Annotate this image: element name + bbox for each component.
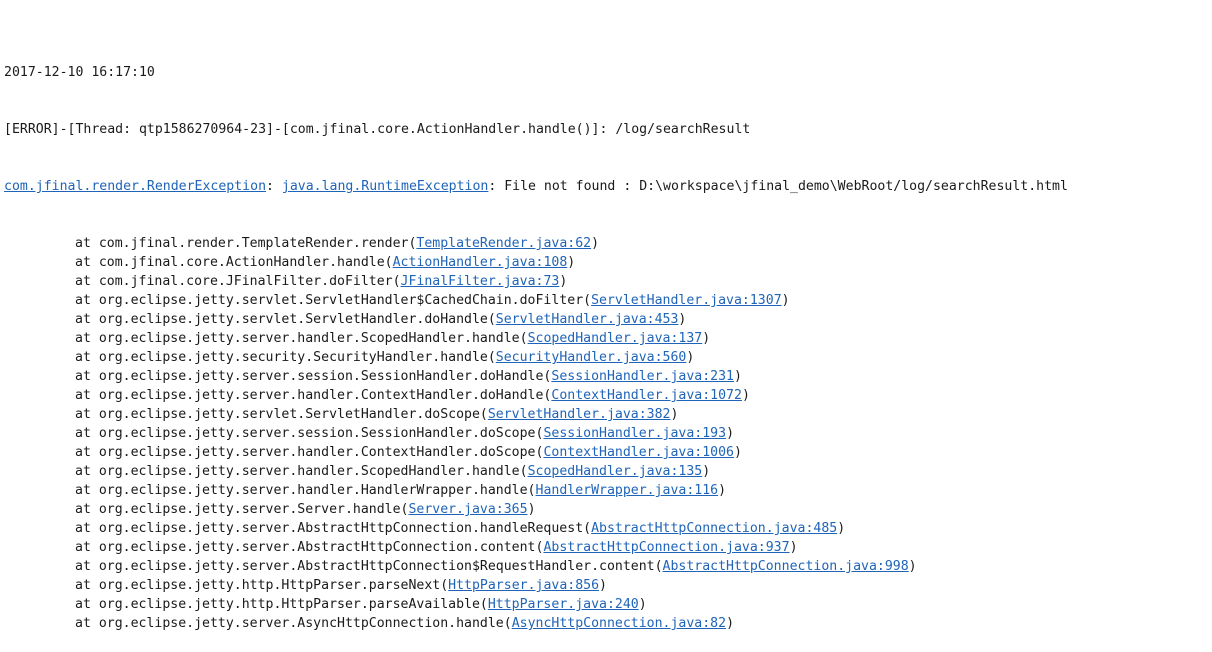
- stack-frame-close: ): [741, 388, 750, 403]
- stack-frame-method: at org.eclipse.jetty.servlet.ServletHand…: [75, 293, 592, 308]
- stack-frame-source-link[interactable]: ScopedHandler.java:135: [527, 464, 703, 479]
- stack-frame-close: ): [591, 236, 600, 251]
- stack-frame-close: ): [527, 502, 536, 517]
- stack-frame-method: at com.jfinal.render.TemplateRender.rend…: [75, 236, 417, 251]
- exception-message: : File not found : D:\workspace\jfinal_d…: [488, 179, 1068, 194]
- stack-frame: at org.eclipse.jetty.server.AbstractHttp…: [4, 519, 1068, 538]
- stack-frame-method: at org.eclipse.jetty.servlet.ServletHand…: [75, 312, 496, 327]
- stack-frame-source-link[interactable]: ContextHandler.java:1006: [543, 445, 734, 460]
- stack-frame-method: at org.eclipse.jetty.servlet.ServletHand…: [75, 407, 488, 422]
- stack-frame-close: ): [567, 255, 576, 270]
- stack-frame-source-link[interactable]: JFinalFilter.java:73: [400, 274, 560, 289]
- stack-frame-source-link[interactable]: SecurityHandler.java:560: [495, 350, 687, 365]
- stack-frame: at org.eclipse.jetty.servlet.ServletHand…: [4, 291, 1068, 310]
- stack-frame: at org.eclipse.jetty.server.AsyncHttpCon…: [4, 614, 1068, 633]
- stack-frame: at org.eclipse.jetty.servlet.ServletHand…: [4, 310, 1068, 329]
- stack-frame-close: ): [702, 464, 711, 479]
- stack-frame-source-link[interactable]: HttpParser.java:856: [448, 578, 600, 593]
- stack-frame-close: ): [734, 445, 742, 460]
- stack-frame: at org.eclipse.jetty.server.handler.Hand…: [4, 481, 1068, 500]
- stack-frame-method: at org.eclipse.jetty.http.HttpParser.par…: [75, 578, 449, 593]
- stack-frame-method: at org.eclipse.jetty.server.session.Sess…: [75, 426, 544, 441]
- stack-frame-source-link[interactable]: ServletHandler.java:453: [495, 312, 679, 327]
- stack-frame-source-link[interactable]: ScopedHandler.java:137: [527, 331, 703, 346]
- stack-frame: at org.eclipse.jetty.server.AbstractHttp…: [4, 557, 1068, 576]
- stack-frame-source-link[interactable]: Server.java:365: [408, 502, 528, 517]
- stack-frame-close: ): [686, 350, 695, 365]
- stack-frame-method: at org.eclipse.jetty.server.handler.Cont…: [75, 445, 544, 460]
- stack-frame-method: at com.jfinal.core.ActionHandler.handle(: [75, 255, 393, 270]
- stack-frame: at com.jfinal.render.TemplateRender.rend…: [4, 234, 1068, 253]
- stack-frame: at org.eclipse.jetty.server.session.Sess…: [4, 424, 1068, 443]
- stack-frame-method: at org.eclipse.jetty.server.session.Sess…: [75, 369, 552, 384]
- stack-trace: at com.jfinal.render.TemplateRender.rend…: [4, 234, 1068, 633]
- stack-frame-source-link[interactable]: HttpParser.java:240: [487, 597, 639, 612]
- stack-frame-method: at org.eclipse.jetty.server.handler.Scop…: [75, 464, 528, 479]
- stack-frame-method: at org.eclipse.jetty.server.handler.Scop…: [75, 331, 528, 346]
- stack-frame-source-link[interactable]: AsyncHttpConnection.java:82: [511, 616, 727, 631]
- stack-frame-close: ): [837, 521, 846, 536]
- stack-frame-method: at com.jfinal.core.JFinalFilter.doFilter…: [75, 274, 401, 289]
- stack-frame-close: ): [559, 274, 568, 289]
- stack-frame: at org.eclipse.jetty.security.SecurityHa…: [4, 348, 1068, 367]
- stack-frame: at org.eclipse.jetty.server.handler.Scop…: [4, 329, 1068, 348]
- stack-frame: at org.eclipse.jetty.servlet.ServletHand…: [4, 405, 1068, 424]
- exception-cause-link[interactable]: java.lang.RuntimeException: [281, 179, 489, 194]
- stack-frame-source-link[interactable]: ServletHandler.java:382: [487, 407, 671, 422]
- stack-frame-close: ): [638, 597, 647, 612]
- console-output: 2017-12-10 16:17:10 [ERROR]-[Thread: qtp…: [4, 25, 1068, 652]
- stack-frame-method: at org.eclipse.jetty.server.Server.handl…: [75, 502, 409, 517]
- stack-frame-close: ): [789, 540, 798, 555]
- stack-frame-source-link[interactable]: ServletHandler.java:1307: [591, 293, 782, 308]
- stack-frame-method: at org.eclipse.jetty.server.AbstractHttp…: [75, 559, 663, 574]
- stack-frame-method: at org.eclipse.jetty.http.HttpParser.par…: [75, 597, 488, 612]
- stack-frame: at org.eclipse.jetty.server.Server.handl…: [4, 500, 1068, 519]
- exception-line: com.jfinal.render.RenderException: java.…: [4, 177, 1068, 196]
- stack-frame: at org.eclipse.jetty.http.HttpParser.par…: [4, 595, 1068, 614]
- stack-frame-source-link[interactable]: HandlerWrapper.java:116: [535, 483, 719, 498]
- stack-frame: at org.eclipse.jetty.server.handler.Cont…: [4, 443, 1068, 462]
- exception-separator: :: [266, 179, 282, 194]
- stack-frame-close: ): [670, 407, 679, 422]
- stack-frame-close: ): [678, 312, 687, 327]
- stack-frame: at org.eclipse.jetty.server.session.Sess…: [4, 367, 1068, 386]
- stack-frame: at org.eclipse.jetty.server.handler.Cont…: [4, 386, 1068, 405]
- stack-frame-close: ): [734, 369, 742, 384]
- stack-frame: at com.jfinal.core.JFinalFilter.doFilter…: [4, 272, 1068, 291]
- stack-frame-method: at org.eclipse.jetty.server.AbstractHttp…: [75, 540, 544, 555]
- stack-frame-source-link[interactable]: ActionHandler.java:108: [392, 255, 568, 270]
- stack-frame: at com.jfinal.core.ActionHandler.handle(…: [4, 253, 1068, 272]
- stack-frame-source-link[interactable]: AbstractHttpConnection.java:937: [543, 540, 790, 555]
- stack-frame-close: ): [702, 331, 711, 346]
- stack-frame-close: ): [726, 426, 735, 441]
- stack-frame-close: ): [726, 616, 735, 631]
- stack-frame-method: at org.eclipse.jetty.security.SecurityHa…: [75, 350, 496, 365]
- stack-frame-source-link[interactable]: TemplateRender.java:62: [416, 236, 592, 251]
- stack-frame-method: at org.eclipse.jetty.server.handler.Hand…: [75, 483, 536, 498]
- stack-frame: at org.eclipse.jetty.server.handler.Scop…: [4, 462, 1068, 481]
- stack-frame: at org.eclipse.jetty.http.HttpParser.par…: [4, 576, 1068, 595]
- stack-frame-close: ): [718, 483, 727, 498]
- stack-frame-method: at org.eclipse.jetty.server.AsyncHttpCon…: [75, 616, 512, 631]
- stack-frame-close: ): [599, 578, 607, 593]
- stack-frame-source-link[interactable]: SessionHandler.java:231: [551, 369, 734, 384]
- stack-frame-close: ): [781, 293, 790, 308]
- exception-class-link[interactable]: com.jfinal.render.RenderException: [4, 179, 267, 194]
- stack-frame-method: at org.eclipse.jetty.server.AbstractHttp…: [75, 521, 592, 536]
- stack-frame-source-link[interactable]: ContextHandler.java:1072: [551, 388, 742, 403]
- stack-frame-source-link[interactable]: AbstractHttpConnection.java:485: [591, 521, 838, 536]
- stack-frame-close: ): [908, 559, 917, 574]
- stack-frame: at org.eclipse.jetty.server.AbstractHttp…: [4, 538, 1068, 557]
- error-header: [ERROR]-[Thread: qtp1586270964-23]-[com.…: [4, 122, 751, 137]
- log-timestamp: 2017-12-10 16:17:10: [4, 65, 155, 80]
- stack-frame-method: at org.eclipse.jetty.server.handler.Cont…: [75, 388, 552, 403]
- stack-frame-source-link[interactable]: AbstractHttpConnection.java:998: [662, 559, 909, 574]
- stack-frame-source-link[interactable]: SessionHandler.java:193: [543, 426, 727, 441]
